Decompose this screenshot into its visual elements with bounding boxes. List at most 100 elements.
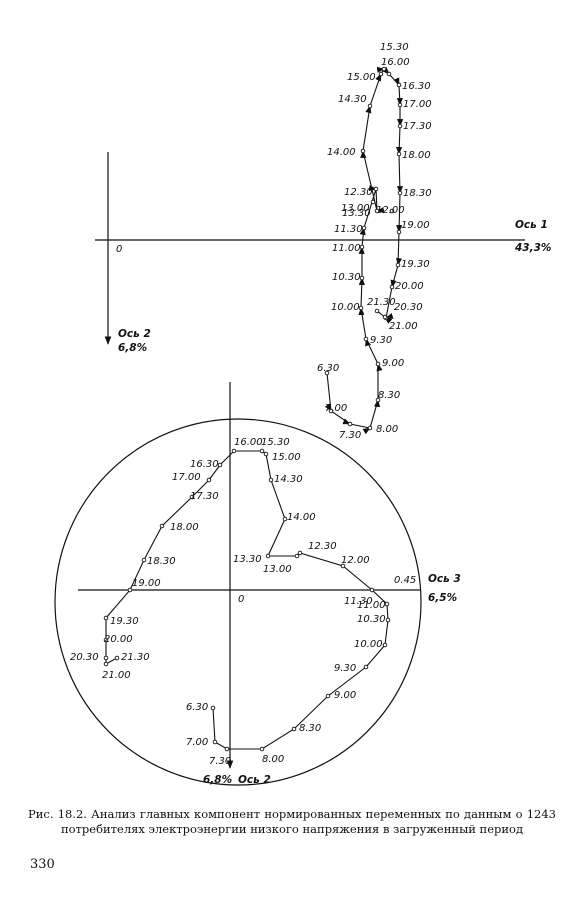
top-label-9-00: 9.00 xyxy=(382,358,404,369)
bottom-point-15-00 xyxy=(263,451,269,457)
top-label-19-00: 19.00 xyxy=(401,220,430,231)
top-label-21-30: 21.30 xyxy=(367,297,396,308)
bottom-label-14-30: 14.30 xyxy=(274,474,303,485)
bottom-point-11-30 xyxy=(369,587,375,593)
axis1-percent: 43,3% xyxy=(514,242,551,254)
bottom-point-21-00 xyxy=(103,661,109,667)
bottom-label-13-30: 13.30 xyxy=(233,554,262,565)
bottom-label-19-00: 19.00 xyxy=(132,578,161,589)
top-label-10-00: 10.00 xyxy=(331,302,360,313)
bottom-label-16-00: 16.00 xyxy=(234,437,263,448)
top-point-21-30 xyxy=(374,308,380,314)
bottom-label-9-30: 9.30 xyxy=(334,663,356,674)
bottom-label-18-00: 18.00 xyxy=(170,522,199,533)
bottom-point-12-30 xyxy=(297,550,303,556)
top-label-21-00: 21.00 xyxy=(389,321,418,332)
top-label-20-00: 20.00 xyxy=(395,281,424,292)
bottom-point-20-00 xyxy=(103,637,109,643)
principal-components-figure: 0 Ось 1 43,3% Ось 2 6,8% 6.30 7.00 7.30 8.0… xyxy=(54,42,551,786)
top-point-20-00 xyxy=(389,284,395,290)
bottom-point-20-30 xyxy=(103,655,109,661)
bottom-label-9-00: 9.00 xyxy=(334,690,356,701)
bottom-diagram: 0 0.45 Ось 3 6,5% 6,8% Ось 2 6.307.007.3… xyxy=(54,382,461,786)
top-label-19-30: 19.30 xyxy=(401,259,430,270)
axis2-percent-top: 6,8% xyxy=(118,342,147,354)
figure-caption: Рис. 18.2. Анализ главных компонент норм… xyxy=(28,807,556,836)
top-point-13-00 xyxy=(370,199,376,205)
bottom-label-8-30: 8.30 xyxy=(299,723,321,734)
top-point-11-00 xyxy=(359,244,365,250)
top-label-18-00: 18.00 xyxy=(402,150,431,161)
top-point-11-30 xyxy=(361,225,367,231)
top-label-18-30: 18.30 xyxy=(403,188,432,199)
top-label-15-30: 15.30 xyxy=(380,42,409,53)
top-label-8-00: 8.00 xyxy=(376,424,398,435)
bottom-point-19-30 xyxy=(103,615,109,621)
top-point-6-30 xyxy=(324,370,330,376)
top-label-12-00: 12.00 xyxy=(376,205,405,216)
bottom-point-10-00 xyxy=(382,642,388,648)
bottom-point-18-00 xyxy=(159,523,165,529)
bottom-label-16-30: 16.30 xyxy=(190,459,219,470)
top-point-12-00 xyxy=(389,208,395,214)
bottom-label-15-00: 15.00 xyxy=(272,452,301,463)
top-point-10-00 xyxy=(358,305,364,311)
top-label-7-00: 7.00 xyxy=(325,403,347,414)
axis1-label: Ось 1 xyxy=(515,219,548,231)
top-points-group: 6.307.007.308.008.309.009.3010.0010.3011… xyxy=(317,42,432,441)
bottom-point-16-30 xyxy=(217,462,223,468)
axis2-percent-bottom: 6,8% xyxy=(203,774,232,786)
top-label-14-00: 14.00 xyxy=(327,147,356,158)
top-point-9-30 xyxy=(363,336,369,342)
top-origin-label: 0 xyxy=(116,244,122,255)
bottom-point-7-00 xyxy=(212,739,218,745)
top-point-17-00 xyxy=(397,102,403,108)
top-point-7-30 xyxy=(347,421,353,427)
top-point-14-00 xyxy=(360,148,366,154)
bottom-label-11-30: 11.30 xyxy=(344,596,373,607)
axis2-label-bottom: Ось 2 xyxy=(238,774,271,786)
top-label-17-00: 17.00 xyxy=(403,99,432,110)
top-point-18-00 xyxy=(396,151,402,157)
top-label-16-30: 16.30 xyxy=(402,81,431,92)
top-label-12-30: 12.30 xyxy=(344,187,373,198)
bottom-label-11-00: 11.00 xyxy=(357,600,386,611)
bottom-point-17-00 xyxy=(206,477,212,483)
top-label-16-00: 16.00 xyxy=(381,57,410,68)
bottom-label-21-30: 21.30 xyxy=(121,652,150,663)
bottom-label-17-30: 17.30 xyxy=(190,491,219,502)
top-label-15-00: 15.00 xyxy=(347,72,376,83)
top-label-7-30: 7.30 xyxy=(339,430,361,441)
top-label-20-30: 20.30 xyxy=(394,302,423,313)
bottom-point-17-30 xyxy=(189,494,195,500)
top-point-18-30 xyxy=(397,190,403,196)
top-label-17-30: 17.30 xyxy=(403,121,432,132)
bottom-point-21-30 xyxy=(114,655,120,661)
top-point-14-30 xyxy=(367,103,373,109)
top-label-13-30: 13.30 xyxy=(342,208,371,219)
top-point-17-30 xyxy=(397,123,403,129)
top-label-11-00: 11.00 xyxy=(332,243,361,254)
top-point-15-30 xyxy=(381,66,387,72)
bottom-label-19-30: 19.30 xyxy=(110,616,139,627)
top-point-12-30 xyxy=(373,186,379,192)
top-point-10-30 xyxy=(359,275,365,281)
bottom-label-10-30: 10.30 xyxy=(357,614,386,625)
top-label-8-30: 8.30 xyxy=(378,390,400,401)
bottom-point-14-30 xyxy=(268,477,274,483)
bottom-point-13-30 xyxy=(265,553,271,559)
top-point-21-00 xyxy=(382,314,388,320)
bottom-origin-label: 0 xyxy=(238,594,244,605)
bottom-label-7-30: 7.30 xyxy=(209,756,231,767)
page-number: 330 xyxy=(30,857,55,872)
top-point-15-00 xyxy=(378,71,384,77)
bottom-point-19-00 xyxy=(127,587,133,593)
bottom-label-12-00: 12.00 xyxy=(341,555,370,566)
correlation-circle xyxy=(54,418,422,786)
bottom-point-10-30 xyxy=(385,617,391,623)
bottom-label-8-00: 8.00 xyxy=(262,754,284,765)
bottom-point-18-30 xyxy=(141,557,147,563)
top-label-6-30: 6.30 xyxy=(317,363,339,374)
bottom-label-13-00: 13.00 xyxy=(263,564,292,575)
bottom-point-9-00 xyxy=(325,693,331,699)
